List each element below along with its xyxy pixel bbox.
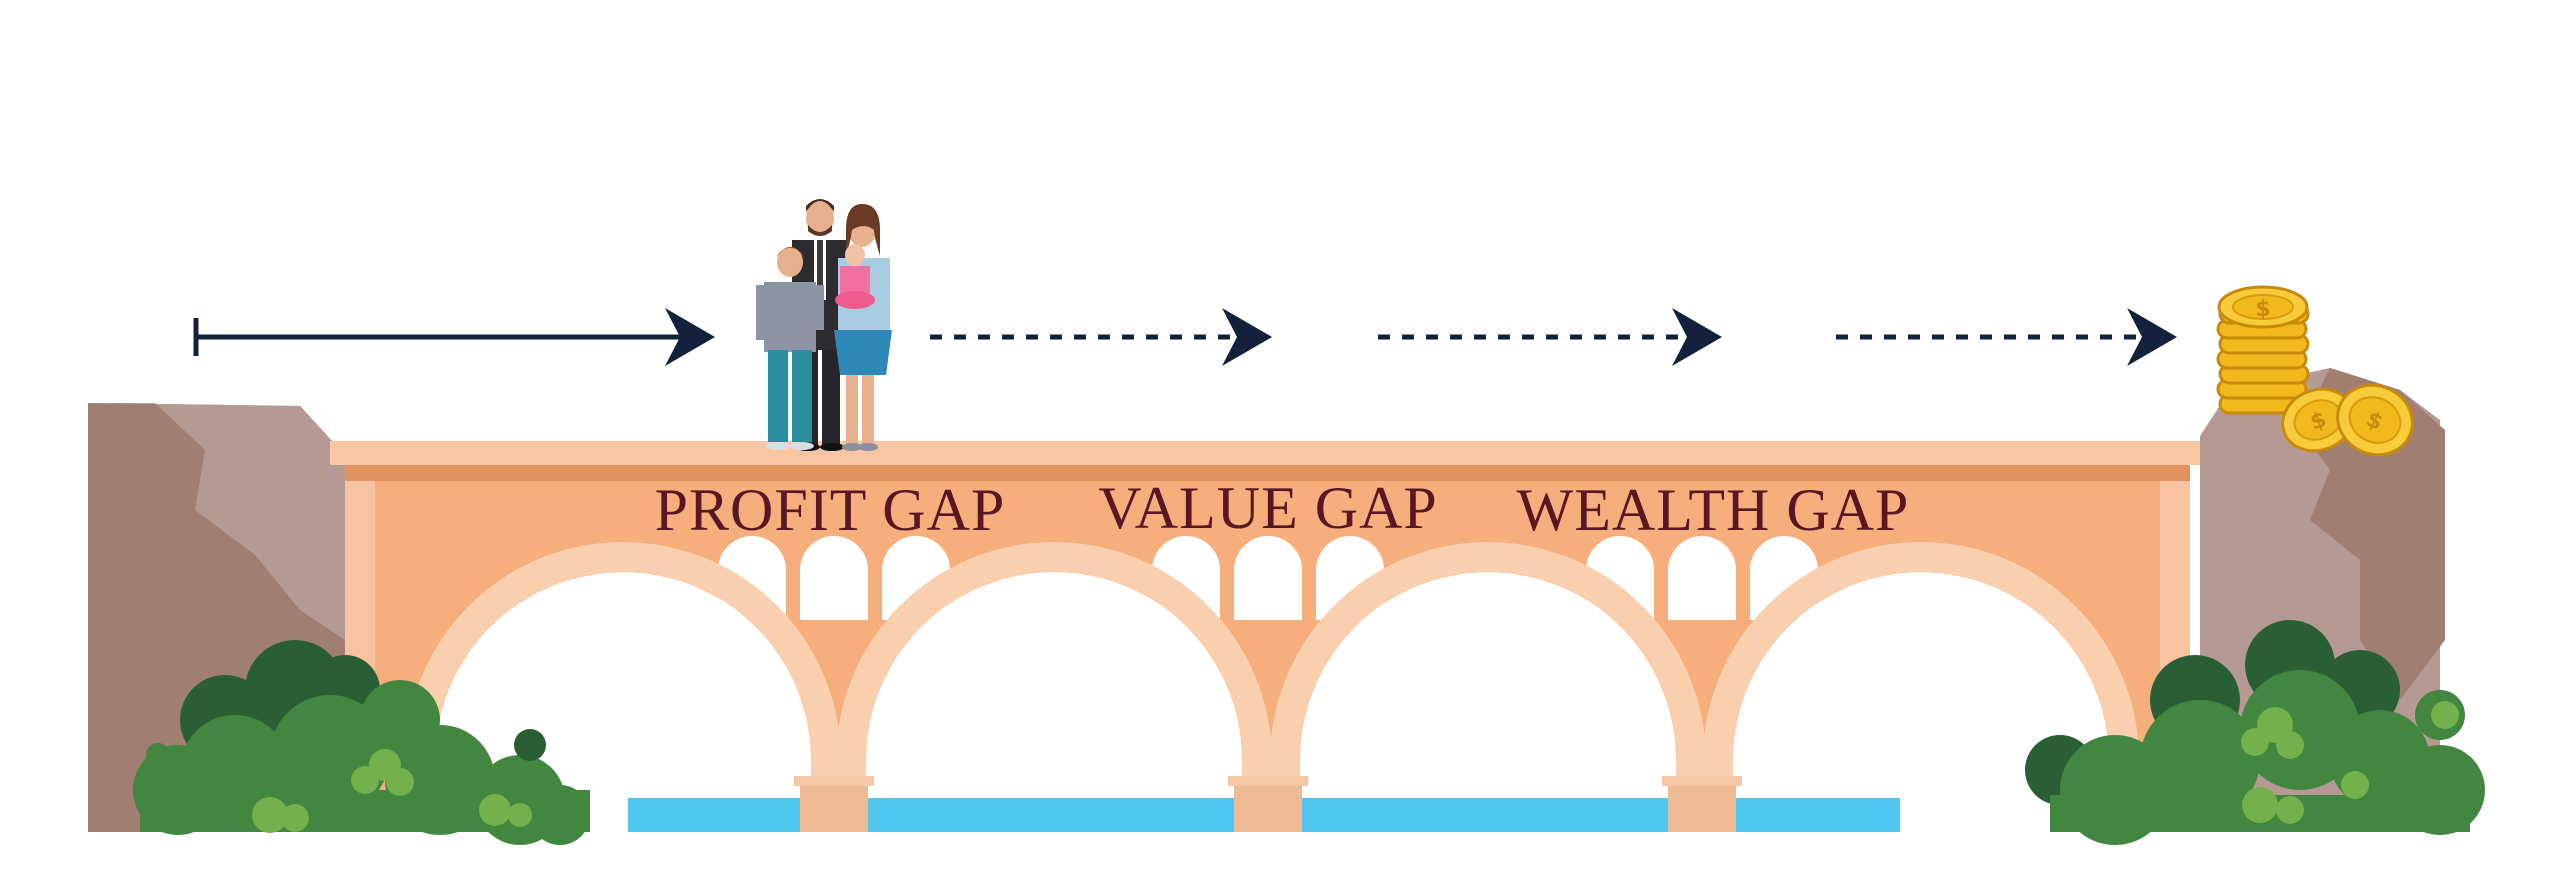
svg-text:$: $ (2255, 297, 2270, 322)
wealth-gap-label: WEALTH GAP (1517, 477, 1910, 543)
right-bushes (2025, 620, 2485, 845)
solid-arrow-icon (193, 308, 715, 366)
coin-stack-icon: $ $ $ (2216, 285, 2414, 457)
boy-figure (756, 247, 824, 450)
bridge: PROFIT GAP VALUE GAP WEALTH GAP (330, 441, 2200, 832)
baby-figure (835, 244, 875, 309)
dashed-arrow-icon (930, 308, 1272, 366)
left-bushes (133, 640, 590, 845)
dashed-arrow-icon (1378, 308, 1722, 366)
arrows (193, 308, 2177, 366)
dashed-arrow-icon (1836, 308, 2177, 366)
value-gap-label: VALUE GAP (1098, 475, 1438, 541)
profit-gap-label: PROFIT GAP (655, 477, 1006, 543)
family-icon (756, 199, 892, 451)
